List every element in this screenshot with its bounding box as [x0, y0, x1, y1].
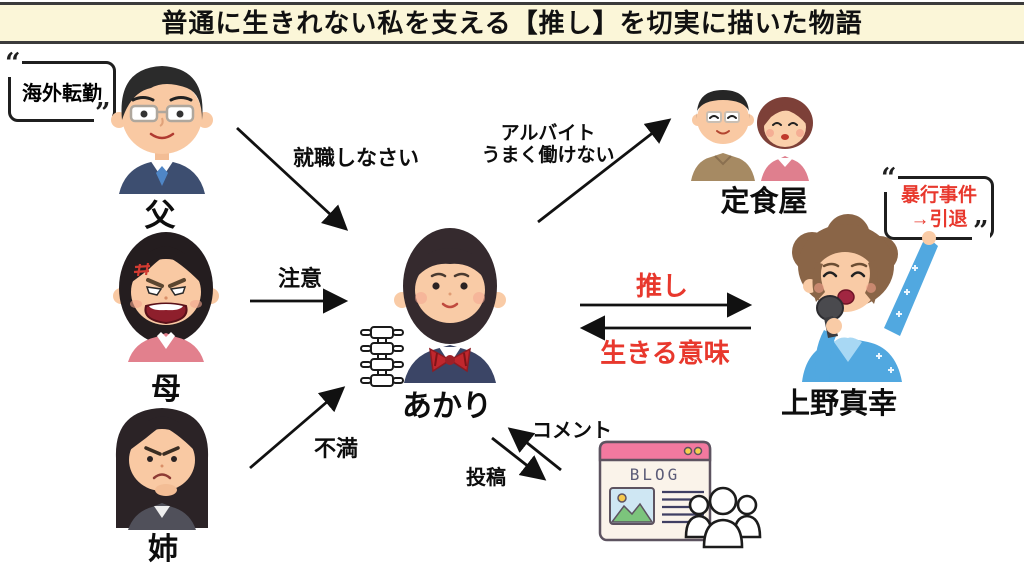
fans-icon: [684, 486, 762, 549]
bubble-text-line2: →引退: [910, 209, 968, 230]
edge-label-comment: コメント: [532, 420, 612, 442]
edge-label-get-a-job: 就職しなさい: [293, 147, 419, 170]
blog-illustration: BLOG: [598, 440, 762, 549]
edge-label-meaning-of-life: 生きる意味: [600, 338, 730, 368]
sister-illustration: [115, 408, 209, 530]
blog-title-text: BLOG: [630, 465, 681, 484]
edge-label-oshi: 推し: [635, 271, 689, 301]
mother-label: 母: [151, 373, 181, 406]
microphone-icon: [816, 295, 844, 338]
spine-icon: [360, 326, 404, 387]
quote-close-mark: ”: [94, 98, 112, 129]
idol-label: 上野真幸: [780, 388, 898, 420]
bubble-text-line1: 暴行事件: [900, 185, 977, 207]
edge-label-parttime-job: アルバイト うまく働けない: [481, 123, 615, 166]
edge-label-caution: 注意: [277, 266, 323, 291]
bubble-text: 海外転勤: [22, 83, 102, 105]
akari-illustration: [394, 228, 506, 383]
mother-illustration: [113, 232, 219, 362]
anger-mark-icon: [133, 262, 151, 277]
father-label: 父: [144, 198, 176, 233]
quote-open-mark: “: [4, 48, 22, 79]
title-banner: 普通に生きれない私を支える【推し】を切実に描いた物語: [0, 2, 1024, 44]
restaurant-couple-illustration: [691, 90, 813, 181]
father-illustration: [111, 66, 213, 194]
quote-close-mark: ”: [972, 216, 990, 247]
father-speech-bubble: 海外転勤: [8, 61, 116, 122]
quote-open-mark: “: [880, 163, 898, 194]
akari-label: あかり: [402, 390, 492, 423]
restaurant-label: 定食屋: [720, 186, 808, 218]
edge-label-discontent: 不満: [313, 436, 359, 461]
edge-label-post: 投稿: [466, 467, 506, 489]
idol-illustration: [792, 214, 938, 382]
sister-label: 姉: [148, 533, 178, 566]
sparkle-icons: [896, 265, 918, 317]
ribbon-icon: [429, 347, 471, 373]
sparkle-icons: [876, 353, 894, 373]
